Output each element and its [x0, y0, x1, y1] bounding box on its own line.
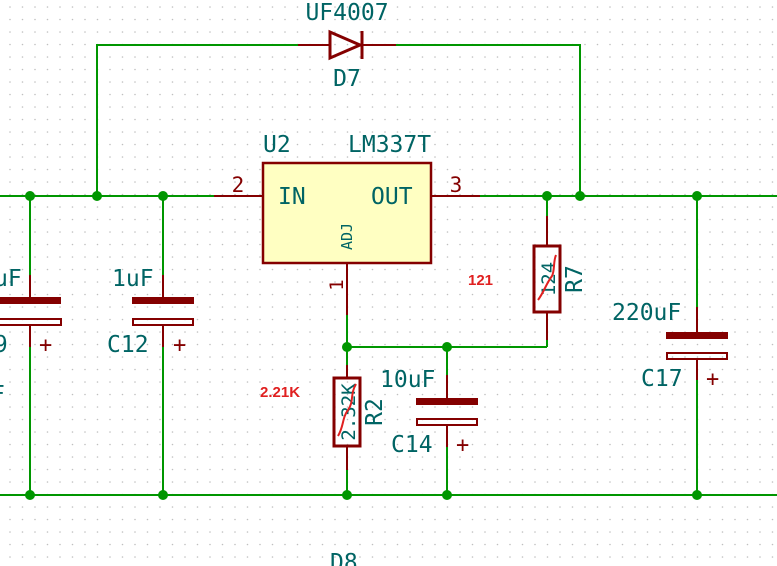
- u2-pin-in-label: IN: [278, 184, 306, 210]
- diode-d7-triangle: [328, 29, 364, 61]
- r2-annotation: 2.21K: [260, 384, 300, 401]
- resistor-r7[interactable]: 124 R7 121: [468, 216, 588, 340]
- diode-d7[interactable]: UF4007 D7: [298, 0, 396, 92]
- wire-diode-bypass-right: [396, 44, 581, 196]
- c14-ref: C14: [391, 432, 433, 458]
- junction-dot: [25, 191, 35, 201]
- c17-ref: C17: [641, 366, 683, 392]
- left-edge-fragment: F: [0, 382, 5, 408]
- c14-plate-filled: [416, 398, 478, 405]
- u2-body: [261, 161, 433, 265]
- c9-ref: C9: [0, 332, 8, 358]
- c17-plate-filled: [666, 332, 728, 339]
- junction-dot: [342, 342, 352, 352]
- c12-ref: C12: [107, 332, 149, 358]
- c17-value: 220uF: [612, 300, 681, 326]
- c14-value: 10uF: [380, 367, 435, 393]
- c12-plate-filled: [132, 297, 194, 304]
- junction-dot: [25, 490, 35, 500]
- junction-dot: [158, 191, 168, 201]
- junction-dot: [575, 191, 585, 201]
- c17-polarity: +: [706, 367, 719, 392]
- r2-value: 2.32K: [338, 383, 360, 441]
- c12-polarity: +: [173, 333, 186, 358]
- capacitor-c17[interactable]: 220uF C17 +: [612, 300, 728, 392]
- junction-dot: [692, 490, 702, 500]
- u2-pin-adj-number: 1: [326, 279, 348, 290]
- junction-dot: [442, 490, 452, 500]
- r2-scribble-mark: [337, 383, 357, 437]
- u2-value: LM337T: [348, 132, 431, 158]
- wire-diode-bypass-left: [96, 44, 298, 196]
- capacitor-c9[interactable]: uF C9 + F: [0, 266, 62, 408]
- junction-dot: [692, 191, 702, 201]
- junction-dot: [92, 191, 102, 201]
- u2-pin-out-number: 3: [450, 173, 463, 197]
- junction-dot: [158, 490, 168, 500]
- capacitor-c14[interactable]: 10uF C14 +: [380, 367, 478, 458]
- diode-d7-ref: D7: [333, 66, 361, 92]
- r7-ref: R7: [562, 265, 588, 293]
- u2-ref: U2: [263, 132, 291, 158]
- regulator-u2[interactable]: U2 LM337T IN OUT ADJ 2 3 1: [214, 132, 480, 315]
- capacitor-c12[interactable]: 1uF C12 +: [107, 266, 194, 358]
- junction-dot: [542, 191, 552, 201]
- r7-scribble-mark: [537, 254, 557, 301]
- c12-value: 1uF: [112, 266, 154, 292]
- c14-polarity: +: [456, 433, 469, 458]
- c9-value: uF: [0, 266, 22, 292]
- resistor-r2[interactable]: 2.32K R2 2.21K: [260, 365, 388, 470]
- junction-dot: [442, 342, 452, 352]
- u2-pin-out-label: OUT: [371, 184, 413, 210]
- junctions: [25, 191, 702, 500]
- d8-ref-partial: D8: [330, 550, 358, 566]
- c9-polarity: +: [39, 333, 52, 358]
- diode-d7-value: UF4007: [305, 0, 388, 26]
- r7-annotation: 121: [468, 272, 493, 289]
- junction-dot: [342, 490, 352, 500]
- u2-pin-in-number: 2: [232, 173, 245, 197]
- r2-ref: R2: [362, 398, 388, 426]
- c9-plate-filled: [0, 297, 61, 304]
- u2-pin-adj-label: ADJ: [338, 223, 356, 250]
